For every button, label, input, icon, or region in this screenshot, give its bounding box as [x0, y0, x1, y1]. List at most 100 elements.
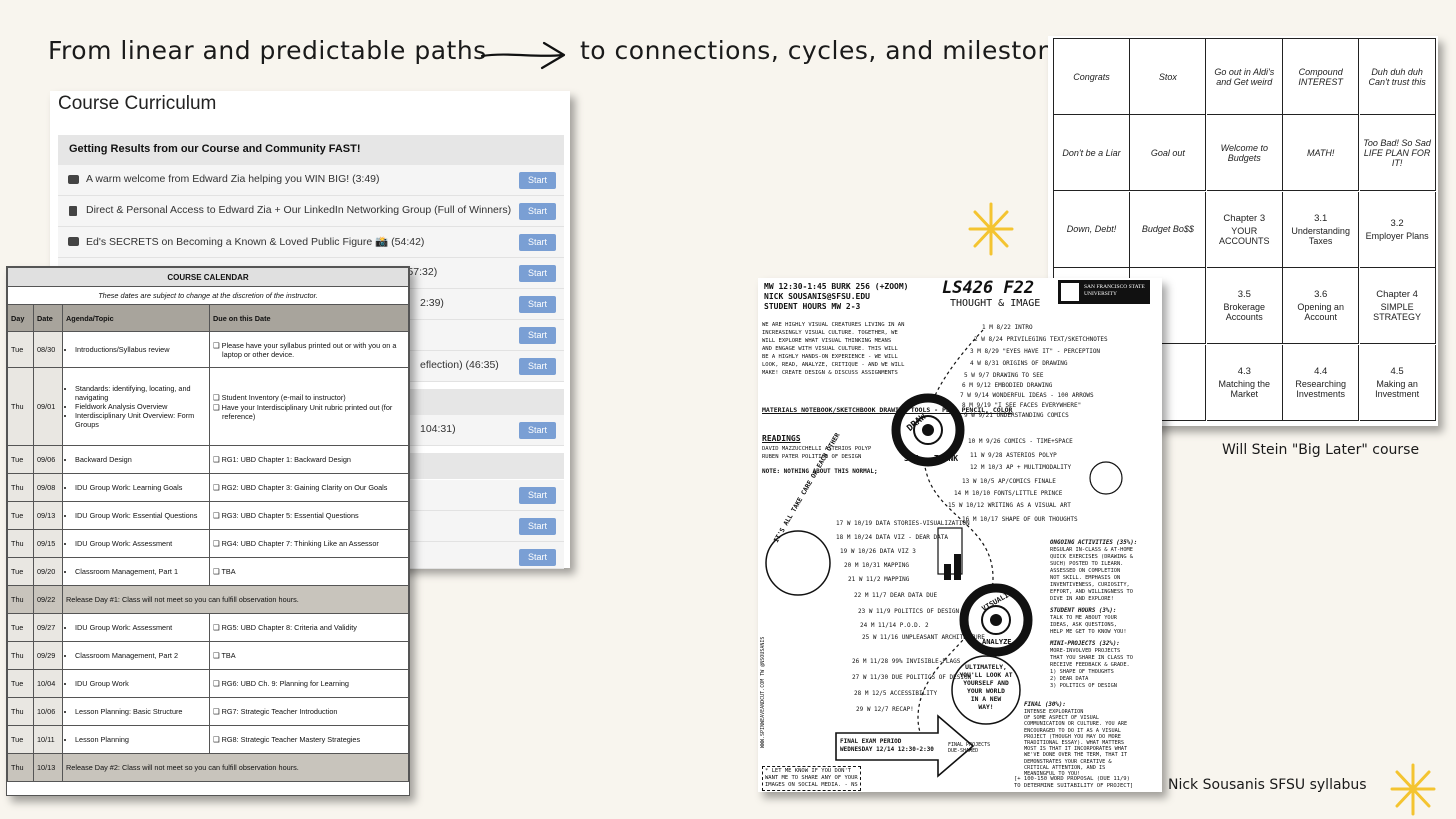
grading-line: DIVE IN AND EXPLORE! [1050, 596, 1114, 602]
document-icon [69, 206, 77, 216]
schedule-item: 25 W 11/16 UNPLEASANT ARCHITECTURE [862, 634, 985, 641]
intro-line: AND ENGAGE WITH VISUAL CULTURE. THIS WIL… [762, 346, 898, 352]
lesson-title: 104:31) [420, 423, 456, 435]
syllabus-drawing [765, 280, 1150, 778]
grading-line: MORE-INVOLVED PROJECTS [1050, 648, 1121, 654]
grading-line: THAT YOU SHARE IN CLASS TO [1050, 655, 1133, 661]
start-button[interactable]: Start [519, 234, 556, 251]
lesson-row[interactable]: Ed's SECRETS on Becoming a Known & Loved… [58, 227, 564, 258]
grading-line: PROJECT (THOUGH YOU MAY DO MORE [1024, 733, 1121, 740]
cell-due: ❑ RG4: UBD Chapter 7: Thinking Like an A… [209, 529, 409, 558]
start-button[interactable]: Start [519, 203, 556, 220]
due-item: RG6: UBD Ch. 9: Planning for Learning [221, 679, 349, 688]
grid-cell[interactable]: Stox [1130, 39, 1207, 115]
agenda-item: Classroom Management, Part 2 [75, 651, 206, 660]
schedule-item: 17 W 10/19 DATA STORIES-VISUALIZATION [836, 520, 970, 527]
start-button[interactable]: Start [519, 487, 556, 504]
grid-cell[interactable]: Goal out [1130, 115, 1207, 192]
due-item: RG7: Strategic Teacher Introduction [221, 707, 338, 716]
grading-line: OF SOME ASPECT OF VISUAL [1024, 715, 1099, 722]
start-button[interactable]: Start [519, 549, 556, 566]
stein-caption: Will Stein "Big Later" course [1222, 442, 1420, 458]
grid-cell[interactable]: Congrats [1054, 39, 1130, 115]
grading-heading: FINAL (30%): [1024, 702, 1066, 708]
start-button[interactable]: Start [519, 327, 556, 344]
intro-line: BE A HIGHLY HANDS-ON EXPERIENCE - WE WIL… [762, 354, 898, 360]
cell-due: ❑ RG5: UBD Chapter 8: Criteria and Valid… [209, 613, 409, 642]
course-calendar-screenshot: COURSE CALENDAR These dates are subject … [6, 266, 410, 796]
calendar-title: COURSE CALENDAR [7, 267, 409, 287]
start-button[interactable]: Start [519, 422, 556, 439]
due-item: Have your Interdisciplinary Unit rubric … [221, 402, 393, 421]
lesson-title: SIMPLE STRATEGY [1373, 302, 1422, 323]
grading-line: IDEAS, ASK QUESTIONS, [1050, 622, 1117, 628]
start-button[interactable]: Start [519, 296, 556, 313]
start-button[interactable]: Start [519, 358, 556, 375]
grid-cell[interactable]: Too Bad! So Sad LIFE PLAN FOR IT! [1359, 115, 1436, 192]
grid-cell[interactable]: Down, Debt! [1054, 191, 1130, 268]
intro-line: INCREASINGLY VISUAL CULTURE. TOGETHER, W… [762, 330, 898, 336]
lesson-title: Understanding Taxes [1291, 225, 1350, 246]
cell-date: 09/06 [33, 445, 63, 474]
grading-line: QUICK EXERCISES (DRAWING & [1050, 554, 1133, 560]
grading-line: 3) POLITICS OF DESIGN [1050, 683, 1117, 689]
lesson-row[interactable]: Direct & Personal Access to Edward Zia +… [58, 196, 564, 227]
calendar-table: COURSE CALENDAR These dates are subject … [7, 267, 409, 782]
grading-line: EFFORT, AND WILLINGNESS TO [1050, 589, 1133, 595]
grid-cell[interactable]: Duh duh duh Can't trust this [1359, 39, 1436, 115]
schedule-item: 26 M 11/28 99% INVISIBLE-FLAGS [852, 658, 961, 665]
doodle-caption: Down, Debt! [1066, 224, 1117, 235]
lesson-number: 3.1 [1314, 212, 1328, 224]
grid-cell[interactable] [1130, 344, 1207, 421]
grading-line: 1) SHAPE OF THOUGHTS [1050, 669, 1114, 675]
cell-day: Tue [7, 331, 34, 368]
schedule-item: 3 M 8/29 "EYES HAVE IT" - PERCEPTION [970, 348, 1101, 355]
schedule-item: 19 W 10/26 DATA VIZ 3 [840, 548, 916, 555]
schedule-item: 27 W 11/30 DUE POLITICS OF DESIGN [852, 674, 972, 681]
grading-line: COMMUNICATION OR CULTURE. YOU ARE [1024, 721, 1128, 728]
grid-cell[interactable]: MATH! [1283, 115, 1360, 192]
cell-day: Tue [7, 557, 34, 586]
materials: MATERIALS NOTEBOOK/SKETCHBOOK DRAWING TO… [762, 406, 1013, 414]
schedule-item: 24 M 11/14 P.O.D. 2 [860, 622, 929, 629]
lesson-title: YOUR ACCOUNTS [1219, 225, 1270, 246]
cell-day: Thu [7, 473, 34, 502]
grid-cell[interactable]: Don't be a Liar [1054, 115, 1130, 192]
checkbox-icon: ❑ [213, 567, 222, 576]
schedule-item: 13 W 10/5 AP/COMICS FINALE [962, 478, 1056, 485]
grid-cell[interactable]: Go out in Aldi's and Get weird [1206, 39, 1283, 115]
start-button[interactable]: Start [519, 172, 556, 189]
lesson-title: Employer Plans [1365, 230, 1429, 241]
cell-due: ❑ RG8: Strategic Teacher Mastery Strateg… [209, 725, 409, 754]
cell-day: Tue [7, 613, 34, 642]
column-header: Due on this Date [209, 304, 409, 332]
grid-cell[interactable]: Welcome to Budgets [1206, 115, 1283, 192]
ultimately-line: YOURSELF AND [963, 680, 1009, 687]
grading-line: RECEIVE FEEDBACK & GRADE. [1050, 662, 1130, 668]
lesson-row[interactable]: A warm welcome from Edward Zia helping y… [58, 165, 564, 196]
start-button[interactable]: Start [519, 518, 556, 535]
cell-due: ❑ TBA [209, 557, 409, 586]
intro-line: MAKE! CREATE DESIGN & DISCUSS ASSIGNMENT… [762, 370, 898, 376]
schedule-item: 22 M 11/7 DEAR DATA DUE [854, 592, 938, 599]
start-button[interactable]: Start [519, 265, 556, 282]
grid-cell[interactable]: Compound INTEREST [1283, 39, 1360, 115]
grid-cell[interactable] [1130, 268, 1207, 345]
cell-due: ❑ RG2: UBD Chapter 3: Gaining Clarity on… [209, 473, 409, 502]
cell-agenda: Classroom Management, Part 1 [62, 557, 210, 586]
grid-cell[interactable]: Budget Bo$$ [1130, 191, 1207, 268]
checkbox-icon: ❑ [213, 623, 222, 632]
checkbox-icon: ❑ [213, 539, 222, 548]
